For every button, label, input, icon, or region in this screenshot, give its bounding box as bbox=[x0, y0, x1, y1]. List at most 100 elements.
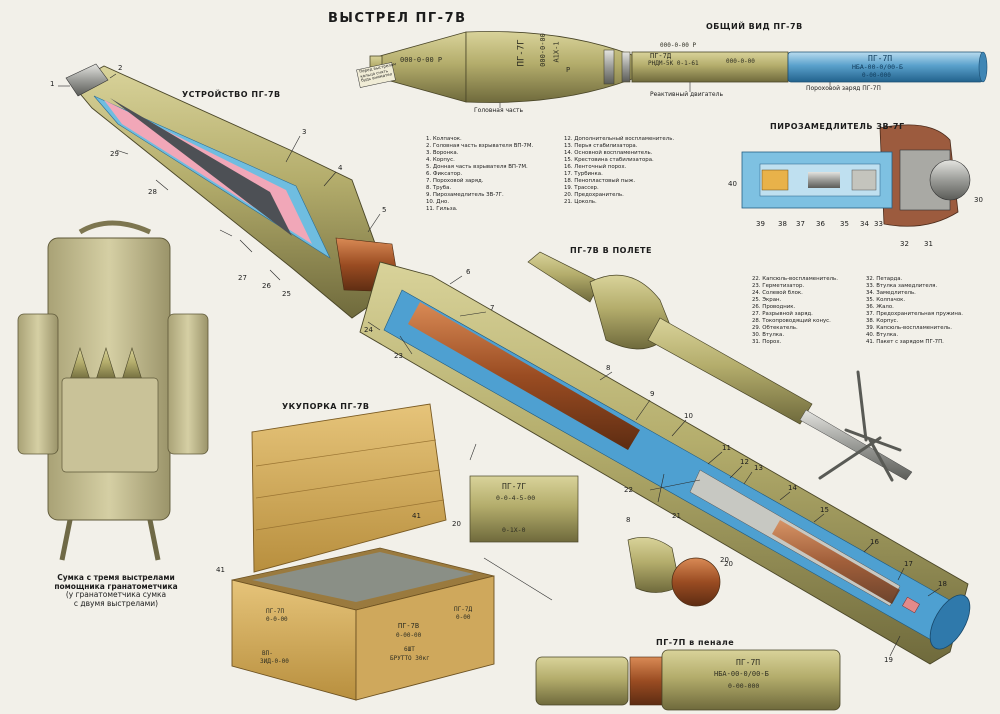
legend-item: 26. Проводник. bbox=[752, 304, 796, 310]
crate-contents bbox=[252, 552, 474, 602]
callout-27: 27 bbox=[238, 274, 247, 282]
legend-item: 39. Капсюль-воспламенитель. bbox=[866, 325, 952, 331]
callout-33: 33 bbox=[874, 220, 883, 228]
lot-marking: 000-0-00 Р bbox=[400, 56, 443, 64]
legend-item: 12. Дополнительный воспламенитель. bbox=[564, 136, 675, 142]
legend-item: 22. Капсюль-воспламенитель. bbox=[752, 276, 838, 282]
legend-item: 30. Втулка. bbox=[752, 332, 785, 338]
legend-item: 6. Фиксатор. bbox=[426, 171, 463, 177]
callout-23: 23 bbox=[394, 352, 403, 360]
bag-caption: Сумка с тремя выстрелами помощника грана… bbox=[36, 573, 196, 609]
callout-32: 32 bbox=[900, 240, 909, 248]
legend-item: 23. Герметизатор. bbox=[752, 283, 805, 289]
motor-ring bbox=[603, 49, 615, 85]
warning-tag bbox=[356, 62, 396, 88]
leader-lines bbox=[58, 73, 941, 657]
legend-item: 17. Турбинка. bbox=[564, 171, 603, 177]
callout-29: 29 bbox=[110, 150, 119, 158]
callout-22: 22 bbox=[624, 486, 633, 494]
fuze-spring bbox=[808, 172, 840, 188]
legend-item: 31. Порох. bbox=[752, 339, 782, 345]
callout-40: 40 bbox=[728, 180, 737, 188]
crate-marking: БРУТТО 30кг bbox=[390, 655, 430, 662]
flight-fins bbox=[818, 370, 902, 482]
tracer bbox=[902, 596, 920, 614]
legend-item: 3. Воронка. bbox=[426, 150, 459, 156]
charge-label: Пороховой заряд ПГ-7П bbox=[806, 85, 881, 92]
callout-28: 28 bbox=[148, 188, 157, 196]
legend-item: 38. Корпус. bbox=[866, 318, 899, 324]
case-marking: 0-00-000 bbox=[728, 682, 760, 690]
backpack-side-pouch bbox=[17, 313, 59, 455]
callout-12: 12 bbox=[740, 458, 749, 466]
callout-20-packing: 20 bbox=[452, 520, 461, 528]
crate-marking: 6ШТ bbox=[404, 646, 415, 653]
in-flight-title: ПГ-7В В ПОЛЕТЕ bbox=[570, 246, 652, 255]
rocket-motor bbox=[631, 51, 789, 83]
callout-6: 6 bbox=[466, 268, 471, 276]
callout-21: 21 bbox=[672, 512, 681, 520]
callout-30: 30 bbox=[974, 196, 983, 204]
legend-item: 37. Предохранительная пружина. bbox=[866, 311, 963, 317]
legend-item: 8. Труба. bbox=[426, 185, 452, 191]
legend-item: 41. Пакет с зарядом ПГ-7П. bbox=[866, 339, 944, 345]
legend-item: 25. Экран. bbox=[752, 297, 782, 303]
crate-marking: 0-00-00 bbox=[396, 632, 422, 639]
flight-drawing bbox=[527, 251, 913, 482]
lid-marking: ПГ-7Г bbox=[502, 482, 527, 491]
legend-item: 15. Крестовина стабилизатора. bbox=[564, 157, 654, 163]
motor-marking: ПГ-7Д bbox=[650, 52, 672, 60]
callout-3: 3 bbox=[302, 128, 307, 136]
legend-item: 36. Жало. bbox=[866, 304, 894, 310]
fuze-primer bbox=[761, 169, 789, 191]
callout-37: 37 bbox=[796, 220, 805, 228]
legend-item: 29. Обтекатель. bbox=[752, 325, 798, 331]
case-charge-visible bbox=[629, 656, 663, 706]
case-marking: НБА-00-0/00-Б bbox=[714, 670, 769, 678]
tube-mouth bbox=[929, 594, 971, 650]
legend-item: 21. Цоколь. bbox=[564, 199, 597, 205]
callout-10: 10 bbox=[684, 412, 693, 420]
callout-41: 41 bbox=[412, 512, 421, 520]
warhead-marking: ПГ-7Г bbox=[516, 39, 527, 67]
warhead-label: Головная часть bbox=[474, 107, 524, 114]
callout-16: 16 bbox=[870, 538, 879, 546]
crate-marking: ПГ-7Д bbox=[454, 606, 473, 613]
legend-item: 16. Ленточный порох. bbox=[564, 164, 627, 170]
motor-label: Реактивный двигатель bbox=[650, 91, 723, 98]
callout-35: 35 bbox=[840, 220, 849, 228]
callout-25: 25 bbox=[282, 290, 291, 298]
flight-tail-rod bbox=[799, 409, 913, 481]
callout-4: 4 bbox=[338, 164, 343, 172]
device-title: УСТРОЙСТВО ПГ-7В bbox=[182, 90, 281, 99]
legend-item: 4. Корпус. bbox=[426, 157, 455, 163]
callout-24: 24 bbox=[364, 326, 373, 334]
legend-item: 24. Солевой блок. bbox=[752, 290, 803, 296]
fuze-petard bbox=[929, 159, 971, 201]
legend-item: 32. Петарда. bbox=[866, 276, 903, 282]
powder-charge bbox=[408, 302, 640, 450]
detached-safety bbox=[671, 557, 721, 607]
crate-marking: 0-0-00 bbox=[266, 616, 288, 623]
legend-item: 11. Гильза. bbox=[426, 206, 458, 212]
charge-marking: НБА-00-0/00-Б bbox=[852, 63, 903, 71]
callout-11: 11 bbox=[722, 444, 731, 452]
callout-19: 19 bbox=[884, 656, 893, 664]
callout-14: 14 bbox=[788, 484, 797, 492]
detached-parts-drawing bbox=[627, 537, 721, 607]
legend-item: 33. Втулка замедлителя. bbox=[866, 283, 938, 289]
crate-marking: ПГ-7В bbox=[398, 622, 420, 630]
case-drawing bbox=[535, 649, 841, 711]
callout-7: 7 bbox=[490, 304, 495, 312]
legend-item: 10. Дно. bbox=[426, 199, 450, 205]
backpack-side-pouch bbox=[167, 313, 209, 455]
p-marking: Р bbox=[566, 66, 571, 74]
crate-lid-board bbox=[255, 439, 445, 531]
callout-18: 18 bbox=[938, 580, 947, 588]
fuze-delay bbox=[851, 169, 877, 191]
callout-20-part: 20 bbox=[724, 560, 733, 568]
legend-item: 27. Разрывной заряд. bbox=[752, 311, 813, 317]
flight-motor bbox=[647, 317, 813, 425]
motor-marking: 000-0-00 Р bbox=[660, 42, 697, 49]
callout-9: 9 bbox=[650, 390, 655, 398]
